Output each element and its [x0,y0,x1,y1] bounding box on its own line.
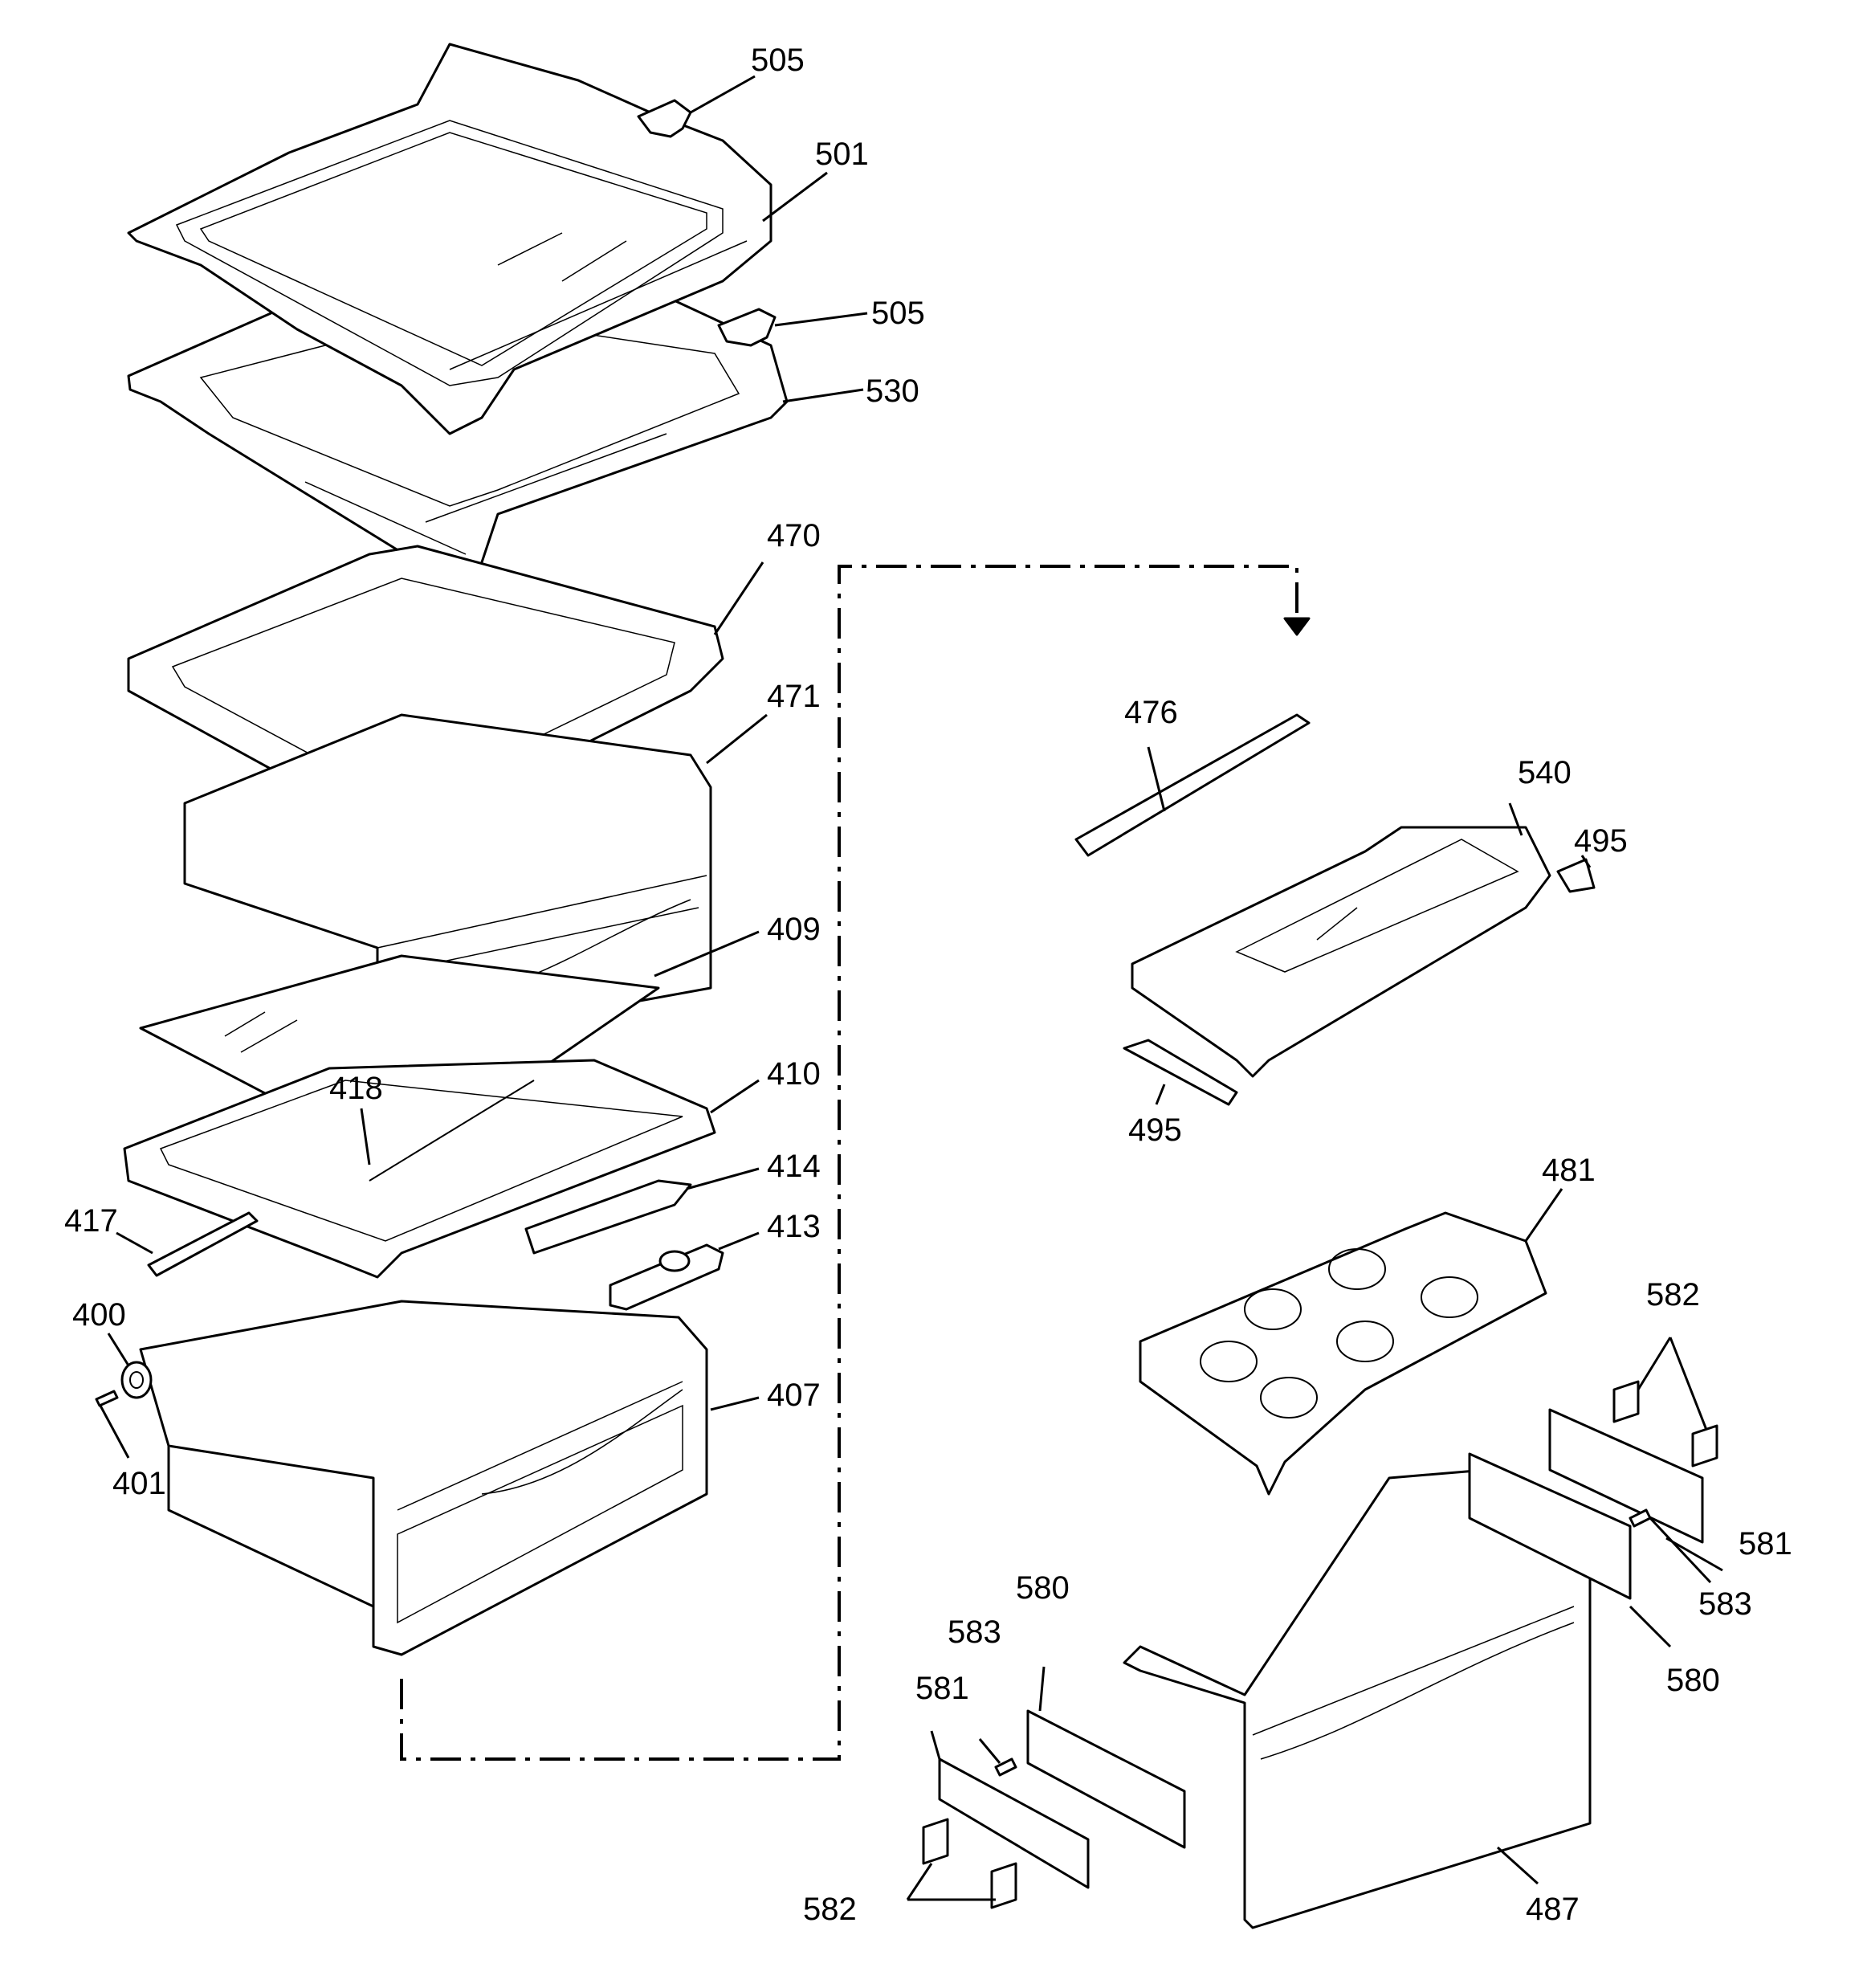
callout-labels: 505 501 505 530 470 471 409 418 410 414 … [64,43,1792,1927]
part-476-strip [1074,713,1311,857]
callout-495-bottom: 495 [1128,1112,1182,1148]
part-581-bracket-left [938,1757,1090,1889]
part-582-pad-left-a [922,1818,949,1865]
callout-481: 481 [1542,1153,1596,1188]
part-481-egg-tray [1139,1211,1547,1496]
callout-487: 487 [1526,1892,1580,1927]
callout-582-left: 582 [803,1892,857,1927]
callout-470: 470 [767,518,821,553]
callout-580-right: 580 [1666,1663,1720,1698]
part-413-knob [609,1243,724,1311]
callout-505-mid: 505 [871,296,925,331]
callout-401: 401 [112,1466,166,1501]
callout-400: 400 [72,1297,126,1333]
part-407-drawer [139,1300,708,1656]
callout-505-top: 505 [751,43,805,78]
callout-501: 501 [815,137,869,172]
dash-dot-assembly-line [400,565,1311,1761]
callout-410: 410 [767,1056,821,1092]
part-582-pad-right-b [1691,1424,1718,1468]
part-414-slider-bar [524,1179,692,1255]
callout-407: 407 [767,1378,821,1413]
part-401-screw [95,1390,119,1407]
part-540-drawer-shelf [1131,826,1551,1078]
leader-lines [99,75,1723,1901]
callout-530: 530 [866,374,919,409]
part-505-clip-top [637,99,692,138]
callout-417: 417 [64,1203,118,1239]
part-470-cover-frame [127,545,724,837]
callout-413: 413 [767,1209,821,1244]
callout-583-right: 583 [1698,1586,1752,1622]
part-505-clip-mid [717,308,777,347]
callout-581-right: 581 [1739,1526,1792,1561]
part-501-glass-shelf [127,43,773,435]
callout-414: 414 [767,1149,821,1184]
part-495-rail-bottom [1123,1039,1238,1106]
part-581-bracket-right [1548,1408,1704,1544]
part-580-slide-right [1468,1452,1632,1600]
callout-580-left: 580 [1016,1570,1070,1606]
part-495-rail-right [1556,858,1596,893]
part-583-screw-left [994,1757,1017,1777]
callout-409: 409 [767,912,821,947]
part-417-rail [147,1211,259,1277]
callout-581-left: 581 [915,1671,969,1706]
callout-540: 540 [1518,755,1572,790]
part-418-rod [369,1080,535,1182]
callout-495-right: 495 [1574,823,1628,859]
callout-471: 471 [767,679,821,714]
callout-582-right: 582 [1646,1277,1700,1312]
callout-583-left: 583 [948,1614,1001,1650]
part-400-wheel [120,1361,153,1399]
callout-418: 418 [329,1071,383,1106]
part-580-slide-left [1026,1709,1186,1849]
part-582-pad-left-b [990,1862,1017,1909]
part-583-screw-right [1629,1508,1652,1528]
callout-476: 476 [1124,695,1178,730]
part-582-pad-right-a [1612,1380,1640,1423]
